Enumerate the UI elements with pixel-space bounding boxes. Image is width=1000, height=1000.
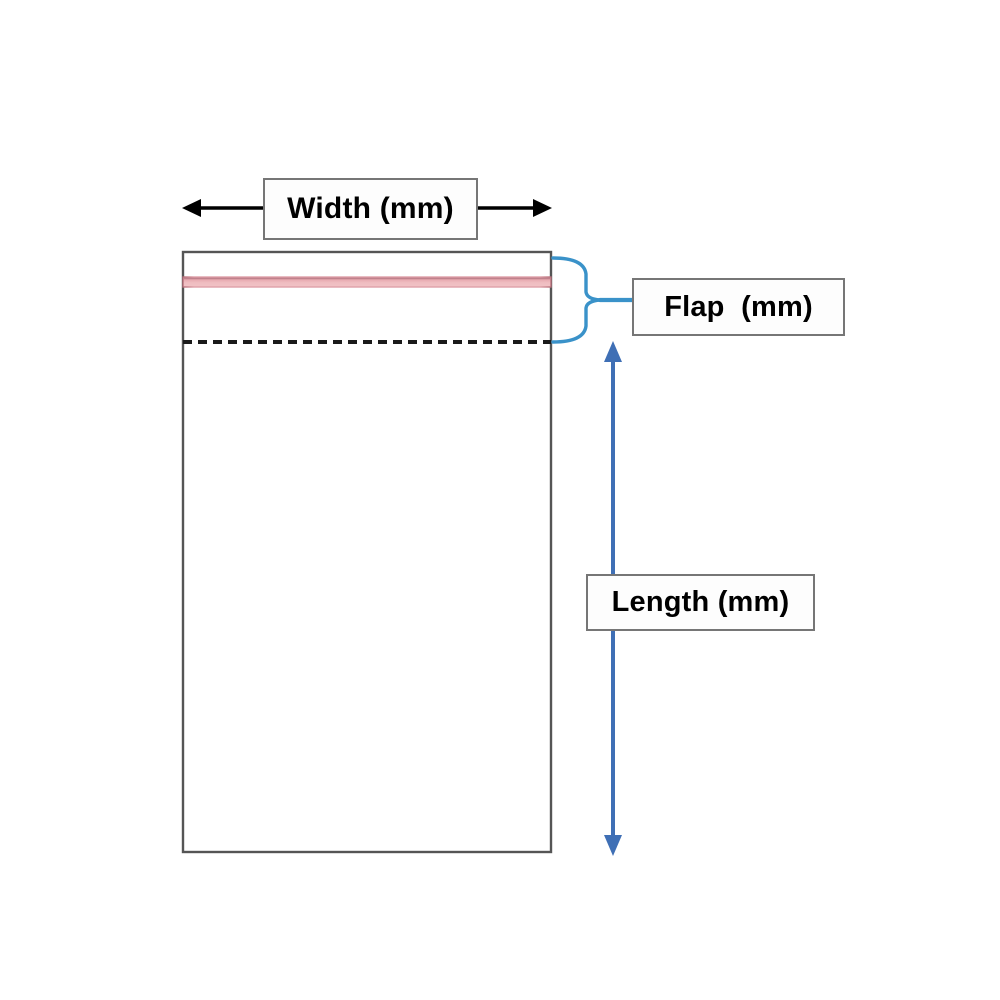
length-label-box: Length (mm) [586, 574, 815, 631]
adhesive-strip [182, 276, 552, 288]
length-arrow-bottom-head [604, 835, 622, 856]
bag-outline-rect [181, 250, 553, 854]
width-label-text: Width (mm) [287, 192, 454, 225]
width-arrow-left-head [182, 199, 201, 217]
flap-brace-lower [551, 298, 602, 344]
width-label-box: Width (mm) [263, 178, 478, 240]
flap-label-box: Flap (mm) [632, 278, 845, 336]
bag-body [181, 250, 553, 854]
flap-label-text: Flap (mm) [664, 290, 813, 323]
width-arrow-right-head [533, 199, 552, 217]
adhesive-strip-outline [182, 276, 552, 288]
adhesive-strip-fill [183, 277, 551, 287]
length-arrow-top-head [604, 341, 622, 362]
flap-brace [551, 256, 637, 344]
flap-brace-upper [551, 256, 602, 302]
length-label-text: Length (mm) [611, 586, 790, 618]
